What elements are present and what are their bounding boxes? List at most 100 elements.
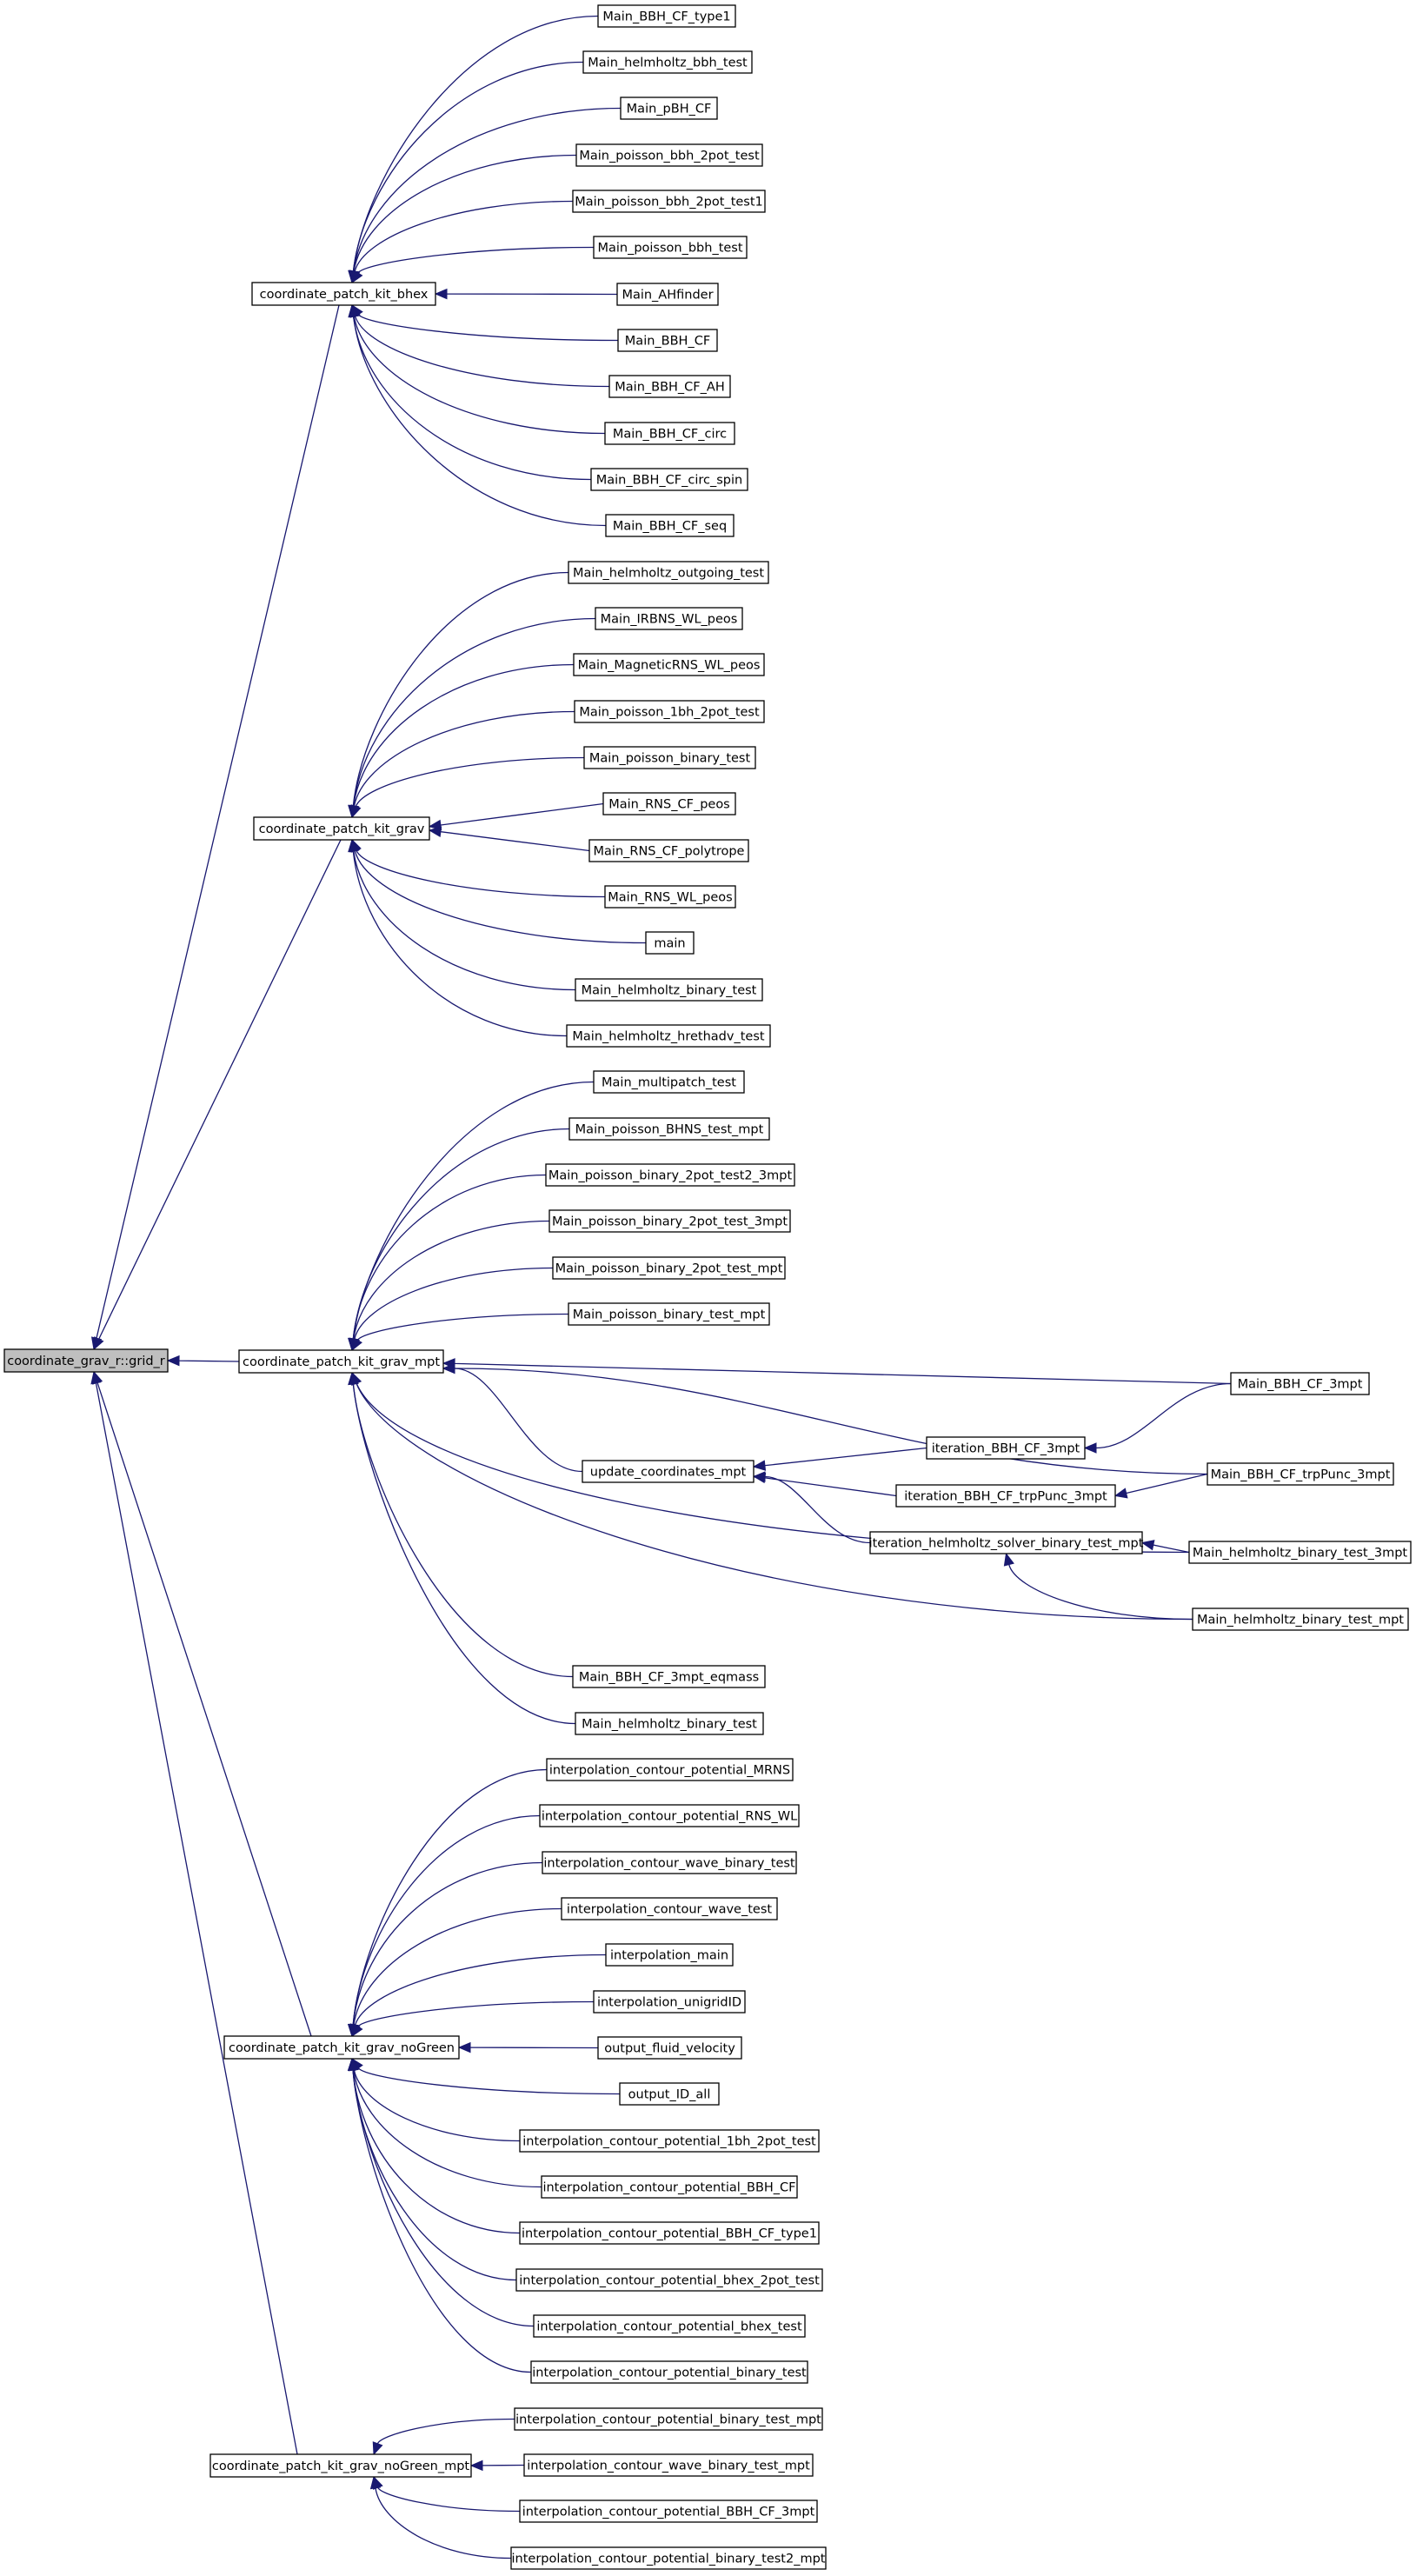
- graph-node[interactable]: Main_helmholtz_bbh_test: [582, 50, 753, 74]
- graph-node[interactable]: Main_poisson_binary_2pot_test2_3mpt: [545, 1163, 795, 1187]
- node-label: Main_poisson_bbh_2pot_test1: [575, 196, 763, 210]
- graph-node[interactable]: interpolation_contour_potential_BBH_CF_3…: [519, 2499, 818, 2523]
- graph-node[interactable]: Main_BBH_CF_3mpt_eqmass: [572, 1665, 766, 1688]
- node-label: interpolation_contour_potential_binary_t…: [512, 2553, 826, 2566]
- graph-node[interactable]: Main_poisson_binary_test: [583, 746, 756, 769]
- node-label: Main_BBH_CF_3mpt: [1238, 1378, 1363, 1392]
- graph-node[interactable]: Main_MagneticRNS_WL_peos: [573, 653, 765, 676]
- graph-node[interactable]: interpolation_contour_potential_1bh_2pot…: [519, 2129, 820, 2153]
- graph-node[interactable]: Main_poisson_binary_2pot_test_3mpt: [548, 1209, 791, 1233]
- graph-node[interactable]: Main_poisson_binary_2pot_test_mpt: [552, 1256, 786, 1280]
- graph-node[interactable]: Main_BBH_CF_circ_spin: [590, 468, 748, 491]
- graph-node[interactable]: Main_poisson_BHNS_test_mpt: [568, 1117, 770, 1141]
- graph-node[interactable]: output_fluid_velocity: [597, 2036, 742, 2060]
- node-box: [593, 1070, 745, 1094]
- node-label: Main_IRBNS_WL_peos: [601, 613, 738, 627]
- graph-node[interactable]: interpolation_unigridID: [593, 1990, 746, 2014]
- call-edge: [353, 316, 606, 435]
- call-edge: [352, 850, 568, 1037]
- graph-node[interactable]: Main_helmholtz_binary_test_3mpt: [1188, 1541, 1412, 1564]
- graph-node[interactable]: interpolation_main: [605, 1943, 734, 1967]
- graph-node[interactable]: interpolation_contour_potential_bhex_tes…: [533, 2314, 806, 2338]
- node-label: interpolation_contour_potential_BBH_CF_t…: [522, 2227, 817, 2241]
- node-label: main: [654, 937, 685, 951]
- call-edge: [353, 2069, 542, 2188]
- arrowhead-icon: [1083, 1442, 1097, 1454]
- graph-node[interactable]: Main_RNS_WL_peos: [604, 885, 736, 909]
- graph-node[interactable]: Main_AHfinder: [616, 283, 719, 306]
- graph-node[interactable]: Main_multipatch_test: [593, 1070, 745, 1094]
- node-box: [542, 1851, 797, 1874]
- graph-node[interactable]: iteration_helmholtz_solver_binary_test_m…: [869, 1531, 1144, 1554]
- call-edge: [356, 1382, 1193, 1621]
- graph-node[interactable]: interpolation_contour_potential_BBH_CF: [541, 2175, 798, 2199]
- graph-node[interactable]: Main_helmholtz_hrethadv_test: [566, 1024, 771, 1048]
- node-label: output_fluid_velocity: [604, 2042, 735, 2056]
- call-edge: [454, 1362, 1232, 1385]
- graph-node[interactable]: Main_poisson_1bh_2pot_test: [574, 700, 765, 723]
- graph-node[interactable]: interpolation_contour_potential_BBH_CF_t…: [519, 2221, 820, 2245]
- node-box: [605, 1943, 734, 1967]
- node-label: Main_helmholtz_binary_test: [582, 984, 757, 998]
- node-label: Main_poisson_binary_2pot_test_mpt: [555, 1262, 783, 1276]
- call-edge: [352, 1814, 541, 2026]
- graph-node[interactable]: Main_RNS_CF_peos: [602, 792, 736, 815]
- node-box: [575, 143, 763, 167]
- node-box: [566, 1024, 771, 1048]
- node-box: [539, 1804, 800, 1827]
- graph-node[interactable]: interpolation_contour_potential_binary_t…: [514, 2407, 823, 2431]
- graph-node[interactable]: Main_helmholtz_binary_test_mpt: [1192, 1608, 1409, 1631]
- graph-node[interactable]: Main_poisson_bbh_test: [593, 236, 748, 259]
- graph-node[interactable]: Main_poisson_binary_test_mpt: [568, 1302, 770, 1326]
- graph-node[interactable]: interpolation_contour_potential_binary_t…: [530, 2360, 808, 2384]
- graph-node[interactable]: update_coordinates_mpt: [582, 1460, 755, 1483]
- graph-node[interactable]: Main_BBH_CF_trpPunc_3mpt: [1207, 1462, 1394, 1486]
- graph-node[interactable]: interpolation_contour_potential_MRNS: [546, 1758, 794, 1781]
- graph-node[interactable]: Main_helmholtz_binary_test: [575, 1712, 764, 1735]
- graph-node[interactable]: output_ID_all: [619, 2082, 720, 2106]
- node-box: [251, 282, 436, 306]
- call-edge: [1125, 1473, 1208, 1494]
- graph-node[interactable]: iteration_BBH_CF_trpPunc_3mpt: [895, 1484, 1116, 1508]
- graph-node[interactable]: Main_RNS_CF_polytrope: [588, 839, 749, 862]
- graph-node[interactable]: Main_BBH_CF_seq: [605, 514, 735, 537]
- graph-node[interactable]: interpolation_contour_wave_test: [561, 1897, 778, 1920]
- graph-node[interactable]: main: [645, 931, 695, 955]
- graph-node[interactable]: Main_helmholtz_outgoing_test: [568, 561, 769, 584]
- arrowhead-icon: [1003, 1552, 1014, 1567]
- graph-node[interactable]: interpolation_contour_potential_bhex_2po…: [515, 2268, 823, 2292]
- call-edge: [357, 2067, 621, 2095]
- call-edge: [352, 1128, 570, 1340]
- graph-node[interactable]: Main_pBH_CF: [620, 97, 718, 120]
- graph-node[interactable]: interpolation_contour_wave_binary_test_m…: [523, 2453, 814, 2477]
- graph-node[interactable]: Main_IRBNS_WL_peos: [595, 607, 743, 630]
- root-node[interactable]: coordinate_grav_r::grid_r: [3, 1348, 169, 1373]
- graph-node[interactable]: interpolation_contour_wave_binary_test: [542, 1851, 797, 1874]
- node-label: Main_helmholtz_outgoing_test: [573, 567, 764, 581]
- graph-node[interactable]: Main_BBH_CF: [617, 329, 718, 352]
- graph-node[interactable]: Main_poisson_bbh_2pot_test: [575, 143, 763, 167]
- graph-node[interactable]: interpolation_contour_potential_RNS_WL: [539, 1804, 800, 1827]
- call-edge: [764, 1477, 897, 1497]
- graph-node[interactable]: coordinate_patch_kit_grav: [253, 816, 430, 841]
- graph-node[interactable]: Main_BBH_CF_AH: [608, 375, 731, 398]
- graph-node[interactable]: Main_BBH_CF_3mpt: [1230, 1372, 1370, 1395]
- node-box: [620, 97, 718, 120]
- call-edge: [454, 1368, 1208, 1475]
- graph-node[interactable]: Main_poisson_bbh_2pot_test1: [572, 190, 766, 213]
- call-edge: [375, 2487, 512, 2559]
- node-box: [608, 375, 731, 398]
- graph-node[interactable]: Main_BBH_CF_circ: [604, 422, 735, 445]
- graph-node[interactable]: coordinate_patch_kit_grav_mpt: [238, 1349, 444, 1374]
- graph-node[interactable]: iteration_BBH_CF_3mpt: [926, 1436, 1086, 1460]
- node-box: [519, 2499, 818, 2523]
- node-label: Main_MagneticRNS_WL_peos: [578, 659, 761, 673]
- node-label: Main_BBH_CF_trpPunc_3mpt: [1211, 1468, 1391, 1482]
- graph-node[interactable]: coordinate_patch_kit_grav_noGreen: [223, 2035, 460, 2060]
- graph-node[interactable]: Main_BBH_CF_type1: [597, 4, 736, 28]
- graph-node[interactable]: interpolation_contour_potential_binary_t…: [510, 2546, 827, 2570]
- graph-node[interactable]: coordinate_patch_kit_grav_noGreen_mpt: [209, 2453, 472, 2478]
- graph-node[interactable]: coordinate_patch_kit_bhex: [251, 282, 436, 306]
- graph-node[interactable]: Main_helmholtz_binary_test: [575, 978, 763, 1002]
- node-label: Main_BBH_CF_seq: [613, 520, 727, 534]
